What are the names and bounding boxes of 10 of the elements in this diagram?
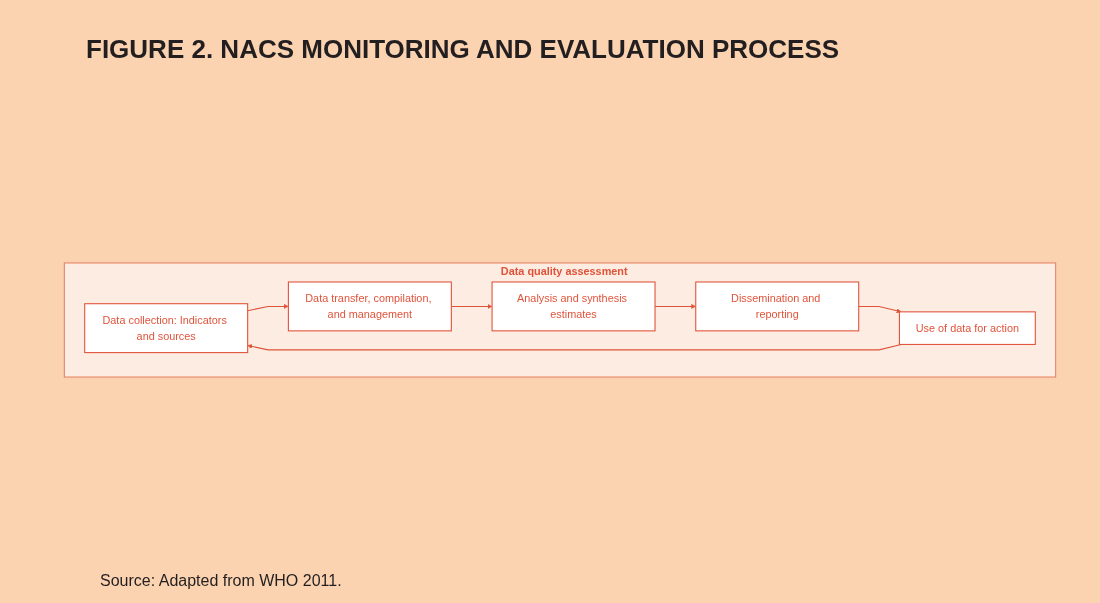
arrow — [247, 343, 902, 351]
node-box: Data collection: Indicators and sources — [84, 303, 249, 354]
figure-title: FIGURE 2. NACS MONITORING AND EVALUATION PROCESS — [86, 34, 840, 65]
node-box: Use of data for action — [898, 311, 1036, 345]
source-caption: Source: Adapted from WHO 2011. — [100, 572, 342, 590]
arrow — [247, 304, 289, 312]
arrow — [858, 305, 902, 314]
node-box: Analysis and synthesis estimates — [491, 281, 656, 332]
node-box: Dissemination and reporting — [695, 281, 860, 332]
node-box: Data transfer, compilation, and management — [287, 281, 452, 332]
